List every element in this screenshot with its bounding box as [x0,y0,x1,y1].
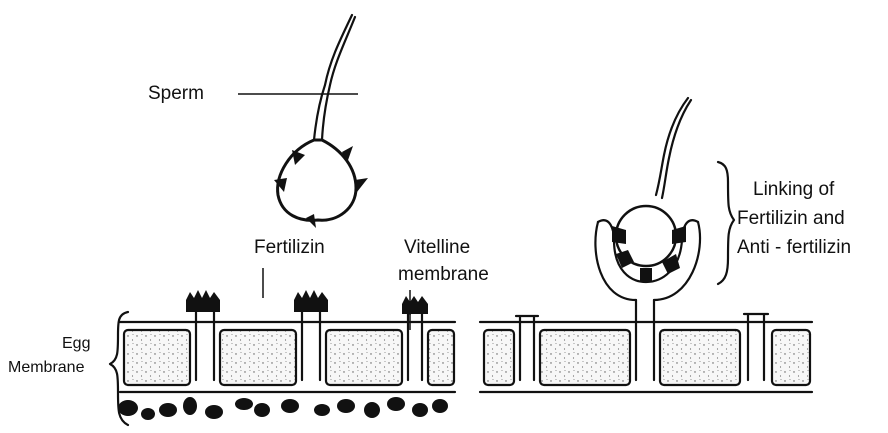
linking-brace [718,162,734,284]
vitelline-label-group: Vitelline membrane [398,237,489,330]
fertilizin-label-group: Fertilizin [254,237,325,298]
egg-label-line1: Egg [62,335,90,352]
linking-label-group: Linking of Fertilizin and Anti - fertili… [718,162,851,284]
egg-membrane-left [118,290,455,420]
linking-label-line2: Fertilizin and [737,208,845,229]
linking-label-line1: Linking of [753,179,835,200]
vitelline-label-line2: membrane [398,264,489,285]
sperm-right [595,98,700,300]
linking-label-line3: Anti - fertilizin [737,237,851,258]
sperm-left [274,15,368,228]
egg-label-line2: Membrane [8,359,85,376]
sperm-label: Sperm [148,83,204,104]
egg-membrane-label-group: Egg Membrane [8,312,128,425]
egg-membrane-right [480,300,812,392]
fertilizin-label: Fertilizin [254,237,325,258]
vitelline-label-line1: Vitelline [404,237,470,258]
